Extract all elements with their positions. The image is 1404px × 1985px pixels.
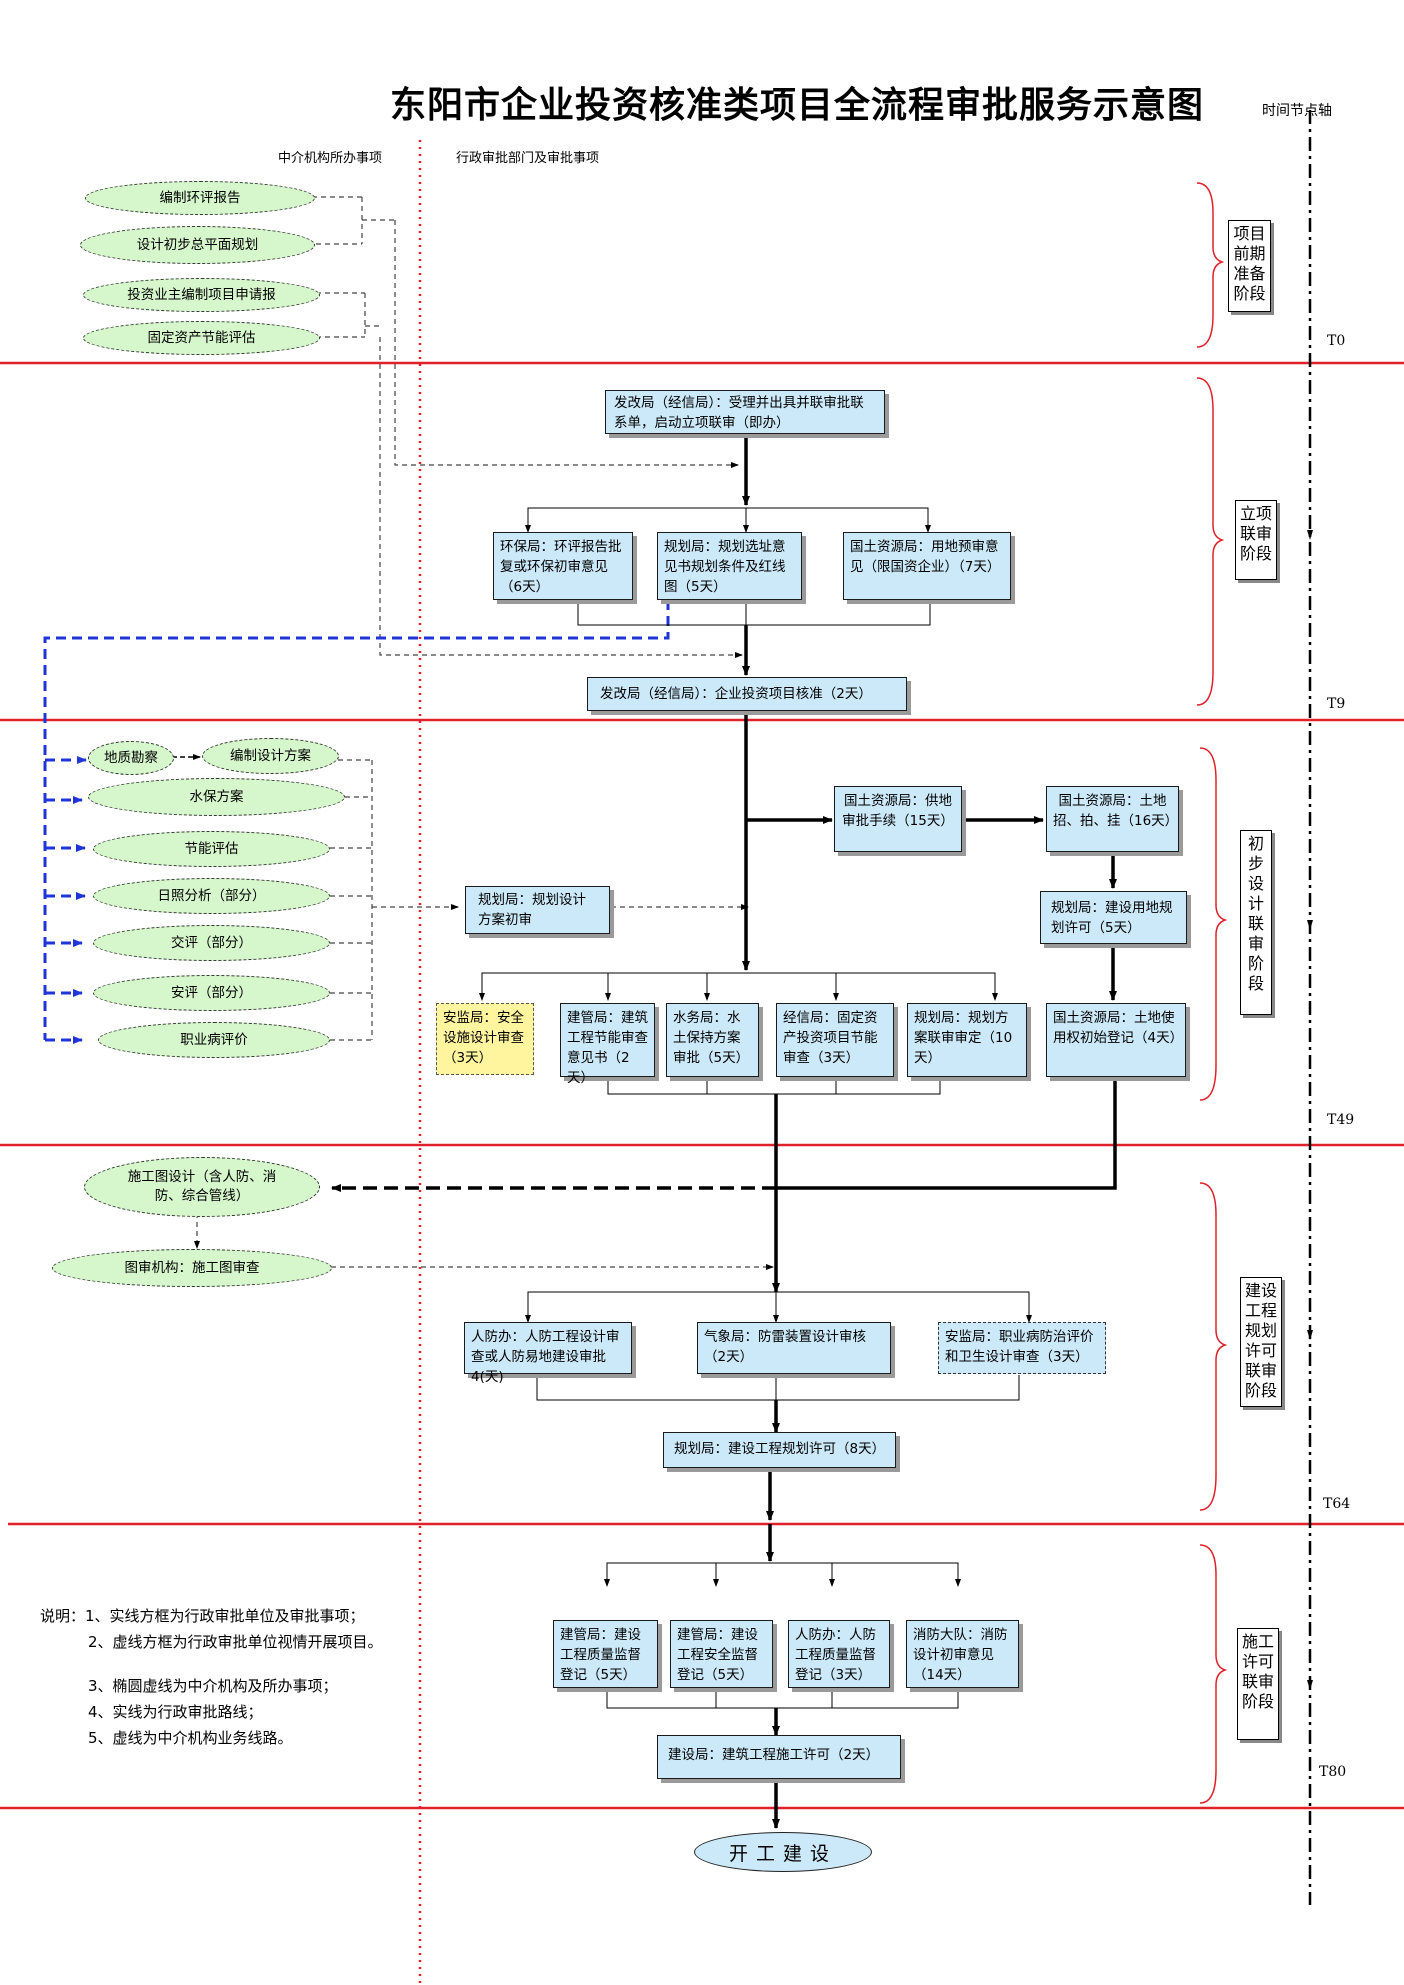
approval-box: 建管局：建设工程安全监督登记（5天） bbox=[670, 1620, 773, 1688]
stage-label-design: 初步设计联审阶段 bbox=[1240, 830, 1272, 1015]
approval-box: 发改局（经信局）：企业投资项目核准（2天） bbox=[587, 677, 907, 711]
time-node-t80: T80 bbox=[1319, 1764, 1347, 1780]
note-line: 4、实线为行政审批路线； bbox=[88, 1703, 263, 1721]
approval-box: 规划局：规划方案联审审定（10天） bbox=[907, 1003, 1027, 1077]
agency-item: 安评（部分） bbox=[93, 975, 330, 1011]
approval-box: 经信局：固定资产投资项目节能审查（3天） bbox=[776, 1003, 894, 1077]
note-line: 2、虚线方框为行政审批单位视情开展项目。 bbox=[88, 1633, 383, 1651]
stage-label-construction: 施工许可联审阶段 bbox=[1237, 1628, 1279, 1740]
approval-box: 发改局（经信局）：受理并出具并联审批联系单，启动立项联审（即办） bbox=[605, 390, 885, 434]
agency-item: 投资业主编制项目申请报 bbox=[83, 278, 320, 312]
approval-box: 建管局：建筑工程节能审查意见书（2天） bbox=[560, 1003, 655, 1086]
note-line: 5、虚线为中介机构业务线路。 bbox=[88, 1729, 293, 1747]
approval-box: 人防办：人防工程设计审查或人防易地建设审批4(天) bbox=[464, 1322, 632, 1385]
agency-routes bbox=[194, 196, 774, 1270]
agency-item: 水保方案 bbox=[88, 778, 345, 816]
stage-label-prep: 项目前期准备阶段 bbox=[1228, 220, 1271, 312]
stage-label-approval: 立项联审阶段 bbox=[1235, 500, 1277, 580]
main-path bbox=[742, 432, 1117, 1829]
agency-item: 设计初步总平面规划 bbox=[80, 226, 315, 264]
approval-box: 规划局：规划设计方案初审 bbox=[465, 886, 610, 934]
approval-box-optional: 安监局：安全设施设计审查（3天） bbox=[436, 1003, 534, 1075]
approval-box: 建管局：建设工程质量监督登记（5天） bbox=[553, 1620, 658, 1688]
stage-braces bbox=[1196, 182, 1228, 1804]
approval-box: 规划局：规划选址意见书规划条件及红线图（5天） bbox=[657, 532, 802, 600]
legend-notes: 说明：1、实线方框为行政审批单位及审批事项； 2、虚线方框为行政审批单位视情开展… bbox=[40, 1603, 440, 1758]
column-header-agency: 中介机构所办事项 bbox=[278, 151, 383, 166]
approval-box: 规划局：建设用地规划许可（5天） bbox=[1040, 891, 1187, 944]
start-construction: 开工建设 bbox=[694, 1832, 872, 1872]
approval-box: 人防办：人防工程质量监督登记（3天） bbox=[788, 1620, 890, 1688]
time-node-t49: T49 bbox=[1327, 1112, 1355, 1128]
approval-box: 消防大队：消防设计初审意见（14天） bbox=[906, 1620, 1019, 1688]
time-axis-label: 时间节点轴 bbox=[1262, 103, 1332, 119]
approval-box-optional: 安监局：职业病防治评价和卫生设计审查（3天） bbox=[938, 1322, 1106, 1374]
agency-item: 节能评估 bbox=[93, 831, 330, 867]
time-node-t64: T64 bbox=[1323, 1496, 1351, 1512]
thin-connectors bbox=[479, 437, 1032, 1709]
approval-box: 水务局：水土保持方案审批（5天） bbox=[666, 1003, 759, 1077]
agency-item: 地质勘察 bbox=[88, 741, 174, 775]
approval-box: 国土资源局：用地预审意见（限国资企业）（7天） bbox=[843, 532, 1011, 600]
time-node-t0: T0 bbox=[1327, 333, 1346, 349]
agency-item: 施工图设计（含人防、消防、综合管线） bbox=[84, 1157, 320, 1217]
agency-item: 编制环评报告 bbox=[85, 181, 315, 215]
agency-item: 编制设计方案 bbox=[202, 738, 339, 774]
stage-label-planning: 建设工程规划许可联审阶段 bbox=[1240, 1277, 1282, 1407]
column-header-admin: 行政审批部门及审批事项 bbox=[456, 151, 600, 166]
page-title: 东阳市企业投资核准类项目全流程审批服务示意图 bbox=[390, 84, 1205, 126]
approval-box: 国土资源局：土地招、拍、挂（16天） bbox=[1046, 786, 1179, 852]
approval-box: 国土资源局：供地审批手续（15天） bbox=[834, 786, 962, 852]
approval-box: 气象局：防雷装置设计审核（2天） bbox=[697, 1322, 891, 1374]
approval-box: 国土资源局：土地使用权初始登记（4天） bbox=[1046, 1003, 1186, 1077]
agency-item: 交评（部分） bbox=[93, 925, 330, 961]
note-line: 3、椭圆虚线为中介机构及所办事项； bbox=[88, 1677, 338, 1695]
note-line: 说明：1、实线方框为行政审批单位及审批事项； bbox=[40, 1607, 365, 1625]
approval-box: 环保局：环评报告批复或环保初审意见（6天） bbox=[493, 532, 633, 600]
time-node-t9: T9 bbox=[1327, 696, 1346, 712]
blue-route bbox=[43, 600, 670, 1044]
approval-box: 建设局：建筑工程施工许可（2天） bbox=[657, 1735, 901, 1779]
stage-separators bbox=[0, 361, 1404, 1810]
agency-item: 图审机构：施工图审查 bbox=[52, 1249, 332, 1287]
approval-box: 规划局：建设工程规划许可（8天） bbox=[663, 1432, 896, 1468]
agency-item: 职业病评价 bbox=[98, 1022, 330, 1058]
agency-item: 日照分析（部分） bbox=[93, 878, 330, 914]
agency-item: 固定资产节能评估 bbox=[83, 321, 320, 355]
